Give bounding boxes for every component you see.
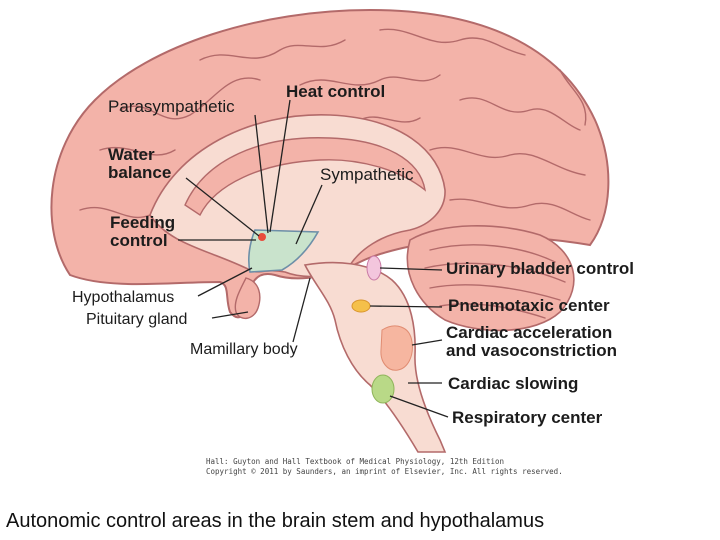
label-feeding-control-line1: Feeding (110, 213, 175, 232)
label-water-balance-line1: Water (108, 145, 155, 164)
brain-diagram: Parasympathetic Heat control Water balan… (50, 8, 634, 476)
label-water-balance-line2: balance (108, 163, 171, 182)
label-cardiac-acceleration-line2: and vasoconstriction (446, 341, 617, 360)
label-cardiac-acceleration-line1: Cardiac acceleration (446, 323, 612, 342)
cardiac-slowing-spot (371, 374, 395, 404)
label-respiratory-center: Respiratory center (452, 408, 603, 427)
pneumotaxic-spot (351, 299, 371, 313)
leader-lines (178, 99, 449, 418)
label-feeding-control-line2: control (110, 231, 168, 250)
brainstem (303, 261, 447, 453)
label-mamillary-body: Mamillary body (190, 341, 298, 358)
urinary-bladder-spot (366, 255, 382, 281)
label-sympathetic: Sympathetic (320, 165, 414, 184)
gyri (79, 28, 591, 221)
label-parasympathetic: Parasympathetic (108, 97, 235, 116)
label-urinary-bladder-control: Urinary bladder control (446, 259, 634, 278)
pituitary-gland (234, 277, 261, 319)
credit-line-2: Copyright © 2011 by Saunders, an imprint… (206, 467, 563, 476)
label-cardiac-slowing: Cardiac slowing (448, 374, 578, 393)
credit-line-1: Hall: Guyton and Hall Textbook of Medica… (206, 457, 504, 466)
cardiac-acceleration-spot (380, 325, 413, 371)
cerebellum-folia (424, 244, 566, 319)
figure-caption: Autonomic control areas in the brain ste… (6, 510, 545, 532)
hypothalamus-region (248, 229, 320, 273)
label-pneumotaxic-center: Pneumotaxic center (448, 296, 610, 315)
water-balance-dot (258, 233, 266, 241)
label-heat-control: Heat control (286, 82, 385, 101)
label-pituitary-gland: Pituitary gland (86, 311, 187, 328)
label-hypothalamus: Hypothalamus (72, 289, 174, 306)
